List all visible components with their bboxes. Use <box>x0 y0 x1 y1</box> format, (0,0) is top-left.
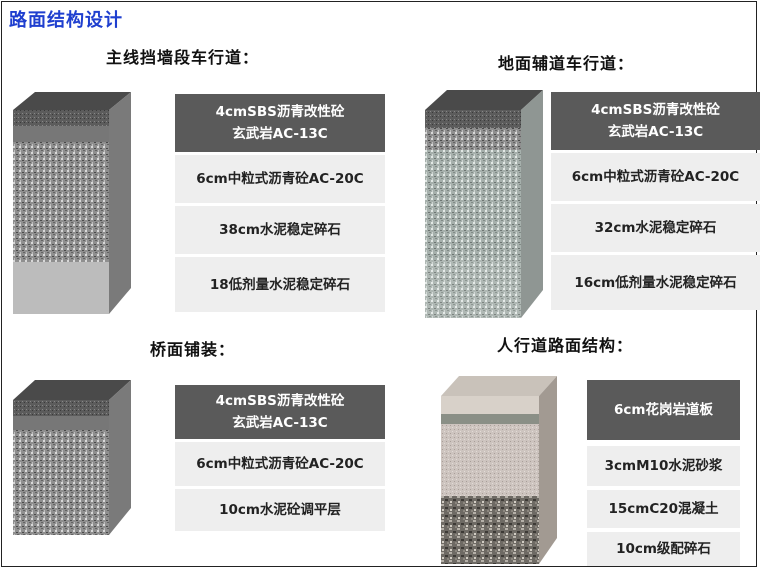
layer-stack-mainline: 4cmSBS沥青改性砼 玄武岩AC-13C 6cm中粒式沥青砼AC-20C 38… <box>175 94 385 312</box>
layer-middle: 6cm中粒式沥青砼AC-20C <box>175 155 385 203</box>
pavement-block-bridge-deck <box>13 380 131 535</box>
page-title: 路面结构设计 <box>9 10 123 31</box>
section-title-bridge-deck: 桥面铺装： <box>150 340 236 359</box>
layer-stack-bridge-deck: 4cmSBS沥青改性砼 玄武岩AC-13C 6cm中粒式沥青砼AC-20C 10… <box>175 385 385 531</box>
layer-surface: 4cmSBS沥青改性砼 玄武岩AC-13C <box>551 92 760 150</box>
layer-base: 32cm水泥稳定碎石 <box>551 204 760 252</box>
layer-mortar: 3cmM10水泥砂浆 <box>587 446 740 486</box>
layer-subbase: 16cm低剂量水泥稳定碎石 <box>551 255 760 310</box>
section-title-mainline: 主线挡墙段车行道： <box>106 48 260 67</box>
layer-subbase: 18低剂量水泥稳定碎石 <box>175 257 385 312</box>
layer-base: 38cm水泥稳定碎石 <box>175 206 385 254</box>
layer-surface: 6cm花岗岩道板 <box>587 380 740 440</box>
section-title-sidewalk: 人行道路面结构： <box>497 336 634 355</box>
section-title-service-road: 地面辅道车行道： <box>498 54 635 73</box>
layer-surface: 4cmSBS沥青改性砼 玄武岩AC-13C <box>175 94 385 152</box>
layer-gravel: 10cm级配碎石 <box>587 532 740 566</box>
layer-stack-sidewalk: 6cm花岗岩道板 3cmM10水泥砂浆 15cmC20混凝土 10cm级配碎石 <box>587 380 740 568</box>
layer-surface: 4cmSBS沥青改性砼 玄武岩AC-13C <box>175 385 385 439</box>
pavement-block-sidewalk <box>441 376 557 564</box>
layer-middle: 6cm中粒式沥青砼AC-20C <box>551 153 760 201</box>
pavement-block-mainline <box>13 92 131 314</box>
layer-middle: 6cm中粒式沥青砼AC-20C <box>175 442 385 486</box>
layer-concrete: 15cmC20混凝土 <box>587 490 740 528</box>
layer-stack-service-road: 4cmSBS沥青改性砼 玄武岩AC-13C 6cm中粒式沥青砼AC-20C 32… <box>551 92 760 312</box>
pavement-block-service-road <box>425 90 543 318</box>
layer-base: 10cm水泥砼调平层 <box>175 489 385 531</box>
